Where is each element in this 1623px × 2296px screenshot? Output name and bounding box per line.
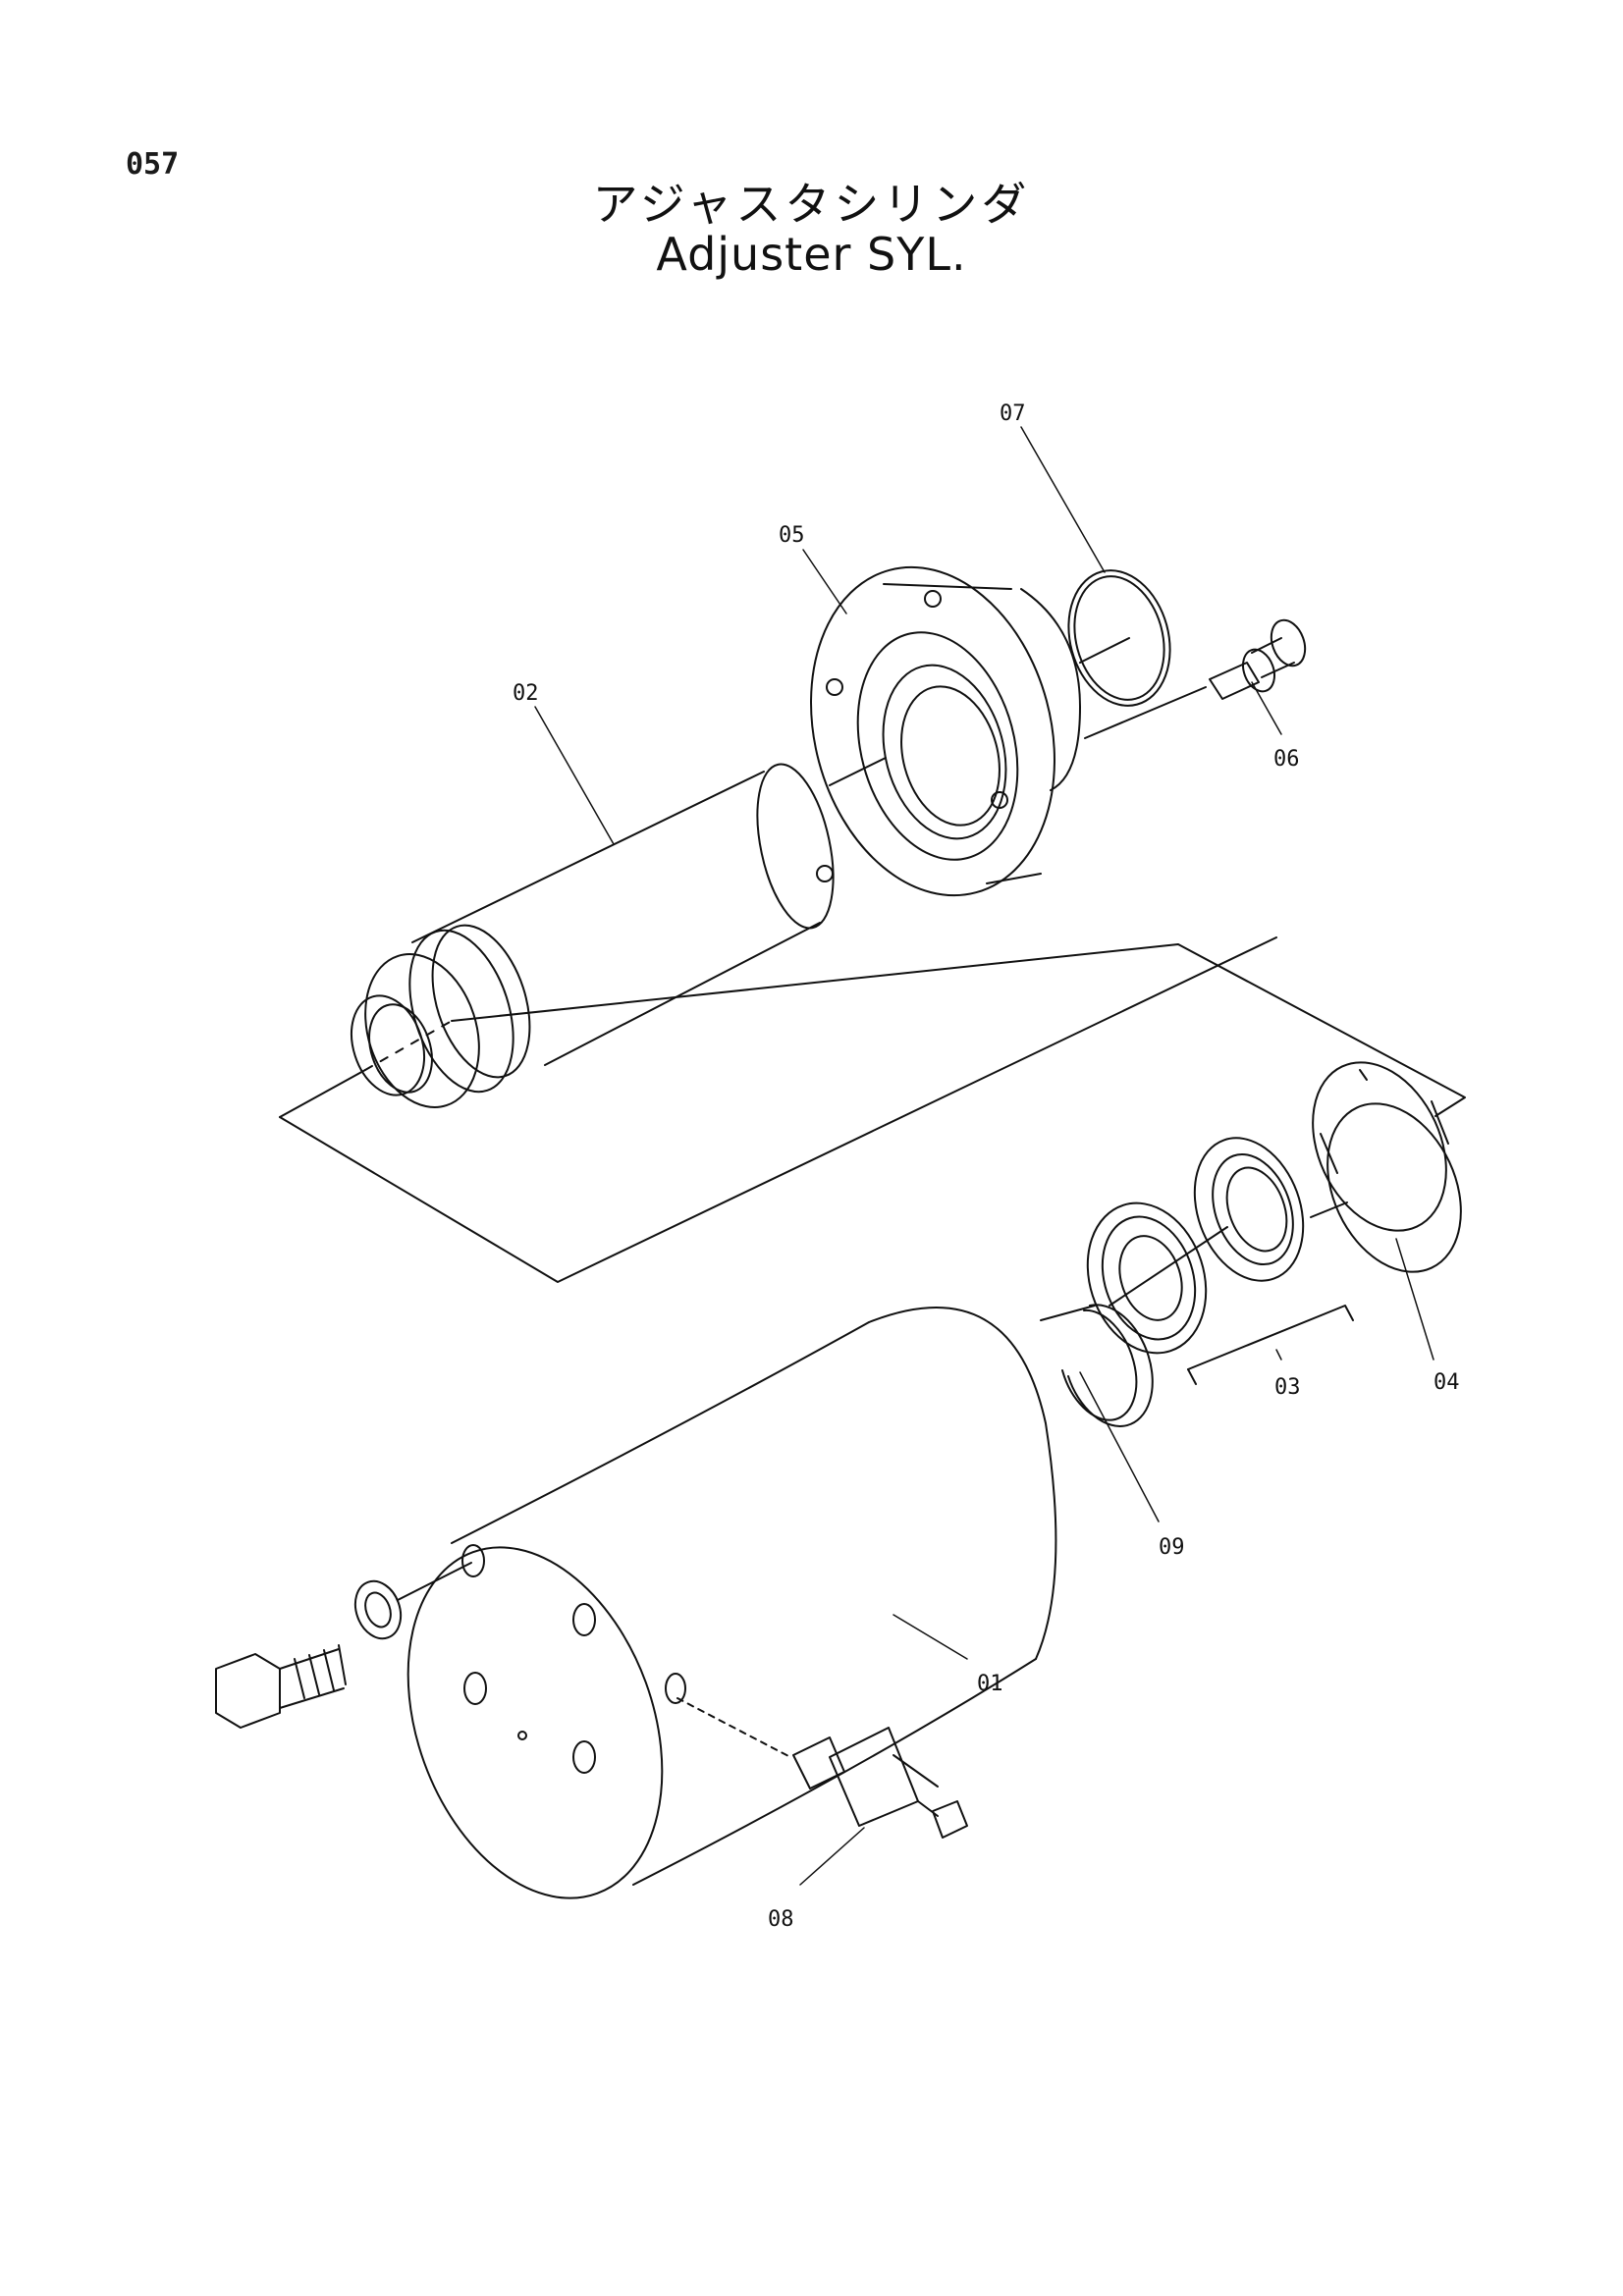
page-number: 057 [126,147,180,182]
title-english: Adjuster SYL. [656,228,967,281]
callout-02: 02 [513,681,539,706]
callout-08: 08 [768,1907,794,1932]
seal-set-part [1086,1137,1354,1385]
callout-03: 03 [1274,1375,1301,1400]
callout-04: 04 [1434,1370,1460,1395]
callout-labels: 02 05 07 06 03 04 09 01 08 [513,401,1460,1932]
callout-06: 06 [1273,747,1300,772]
wear-ring-part [1310,1061,1462,1273]
grease-fitting-part [1084,618,1307,739]
piston-rod-part [351,763,835,1108]
check-valve-part [792,1727,968,1839]
cylinder-body-part [406,1307,1057,1899]
callout-05: 05 [779,523,805,548]
leader-lines [534,426,1434,1886]
snap-ring-part [1040,1304,1154,1427]
assembly-plane-outline [279,936,1466,1283]
rod-cover-flange-part [810,565,1081,897]
mounting-bolt-part [215,1562,472,1729]
o-ring-part [1067,569,1171,707]
callout-09: 09 [1159,1535,1185,1560]
callout-07: 07 [1000,401,1026,426]
title-japanese: アジャスタシリンダ [592,178,1031,231]
callout-01: 01 [977,1672,1003,1696]
